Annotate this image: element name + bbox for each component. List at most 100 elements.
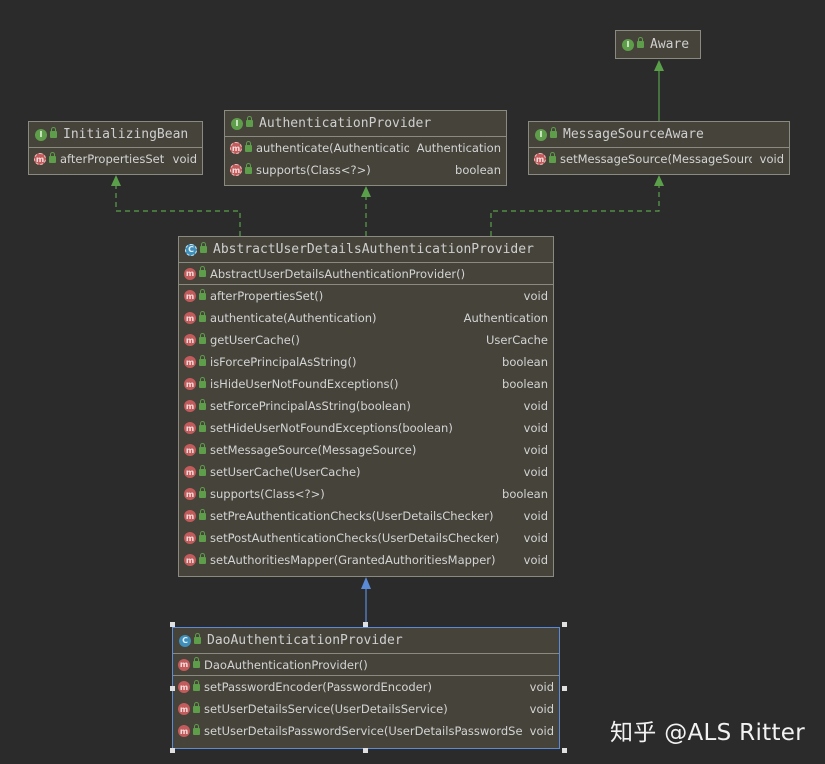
public-lock-icon (199, 310, 206, 322)
method-name: setPostAuthenticationChecks(UserDetailsC… (210, 531, 500, 545)
method-return-type: void (529, 680, 554, 694)
interface-icon: I (231, 117, 243, 130)
public-lock-icon (245, 162, 252, 174)
method-return-type: void (523, 553, 548, 567)
method-return-type: void (529, 724, 554, 738)
node-initializingbean-header: I InitializingBean (29, 122, 202, 148)
method-return-type: void (523, 531, 548, 545)
edge-abstract-to-messagesourceaware (490, 186, 660, 236)
public-lock-icon (194, 633, 201, 644)
selection-handle[interactable] (363, 622, 368, 627)
method-icon: m (184, 466, 196, 478)
public-lock-icon (199, 508, 206, 520)
method-name: setMessageSource(MessageSource) (210, 443, 417, 457)
selection-handle[interactable] (363, 748, 368, 753)
public-lock-icon (199, 332, 206, 344)
method-return-type: void (523, 443, 548, 457)
method-row[interactable]: m supports(Class<?>) boolean (225, 159, 506, 181)
arrowhead-authprovider (361, 186, 371, 197)
node-title: MessageSourceAware (563, 127, 704, 142)
method-icon: m (178, 681, 190, 693)
arrowhead-messagesourceaware (654, 175, 664, 186)
node-abstract-header: C AbstractUserDetailsAuthenticationProvi… (179, 237, 553, 263)
method-return-type: UserCache (486, 333, 548, 347)
node-daoauthenticationprovider[interactable]: C DaoAuthenticationProvider m DaoAuthent… (172, 627, 560, 749)
constructor-row[interactable]: m AbstractUserDetailsAuthenticationProvi… (179, 263, 553, 285)
method-name: supports(Class<?>) (256, 163, 371, 177)
edge-abstract-to-initializingbean (115, 186, 241, 236)
method-name: setPasswordEncoder(PasswordEncoder) (204, 680, 433, 694)
public-lock-icon (193, 657, 200, 668)
method-icon: m (184, 444, 196, 456)
method-name: setMessageSource(MessageSource) (560, 152, 752, 166)
node-messagesourceaware[interactable]: I MessageSourceAware m setMessageSource(… (528, 121, 790, 175)
node-abstractuserdetailsauthenticationprovider[interactable]: C AbstractUserDetailsAuthenticationProvi… (178, 236, 554, 577)
abstract-method-icon: m (534, 153, 546, 165)
class-icon: C (179, 634, 191, 647)
public-lock-icon (200, 242, 207, 253)
public-lock-icon (199, 266, 206, 277)
node-initializingbean[interactable]: I InitializingBean m afterPropertiesSet(… (28, 121, 203, 175)
node-authenticationprovider[interactable]: I AuthenticationProvider m authenticate(… (224, 110, 507, 186)
constructor-row[interactable]: m DaoAuthenticationProvider() (173, 654, 559, 676)
selection-handle[interactable] (170, 748, 175, 753)
selection-handle[interactable] (562, 748, 567, 753)
interface-icon: I (35, 128, 47, 141)
public-lock-icon (246, 116, 253, 127)
selection-handle[interactable] (562, 686, 567, 691)
method-icon: m (184, 290, 196, 302)
method-icon: m (178, 658, 190, 671)
method-return-type: void (523, 421, 548, 435)
method-name: authenticate(Authentication) (210, 311, 377, 325)
method-row[interactable]: m authenticate(Authentication) Authentic… (225, 137, 506, 159)
abstract-method-icon: m (230, 164, 242, 176)
interface-icon: I (535, 128, 547, 141)
selection-handle[interactable] (562, 622, 567, 627)
public-lock-icon (49, 151, 56, 163)
node-aware[interactable]: I Aware (615, 30, 701, 59)
public-lock-icon (199, 552, 206, 564)
public-lock-icon (199, 464, 206, 476)
public-lock-icon (550, 127, 557, 138)
method-name: authenticate(Authentication) (256, 141, 409, 155)
method-return-type: void (759, 152, 784, 166)
method-row[interactable]: m setMessageSource(MessageSource) void (529, 148, 789, 170)
method-name: afterPropertiesSet() (60, 152, 165, 166)
method-return-type: void (523, 289, 548, 303)
constructor-name: AbstractUserDetailsAuthenticationProvide… (210, 266, 466, 281)
constructor-name: DaoAuthenticationProvider() (204, 657, 368, 672)
method-name: setForcePrincipalAsString(boolean) (210, 399, 411, 413)
public-lock-icon (199, 354, 206, 366)
node-title: InitializingBean (63, 127, 189, 142)
selection-handle[interactable] (170, 686, 175, 691)
method-row[interactable]: m setMessageSource(MessageSource) void (179, 439, 553, 461)
method-row[interactable]: m setForcePrincipalAsString(boolean) void (179, 395, 553, 417)
method-name: setUserCache(UserCache) (210, 465, 361, 479)
method-return-type: boolean (455, 163, 501, 177)
method-row[interactable]: m afterPropertiesSet() void (29, 148, 202, 170)
method-icon: m (184, 488, 196, 500)
selection-handle[interactable] (170, 622, 175, 627)
public-lock-icon (193, 679, 200, 691)
method-return-type: void (523, 399, 548, 413)
method-row[interactable]: m setPasswordEncoder(PasswordEncoder) void (173, 676, 559, 698)
abstract-method-icon: m (230, 142, 242, 154)
abstract-method-icon: m (34, 153, 46, 165)
method-return-type: boolean (502, 487, 548, 501)
method-icon: m (184, 400, 196, 412)
